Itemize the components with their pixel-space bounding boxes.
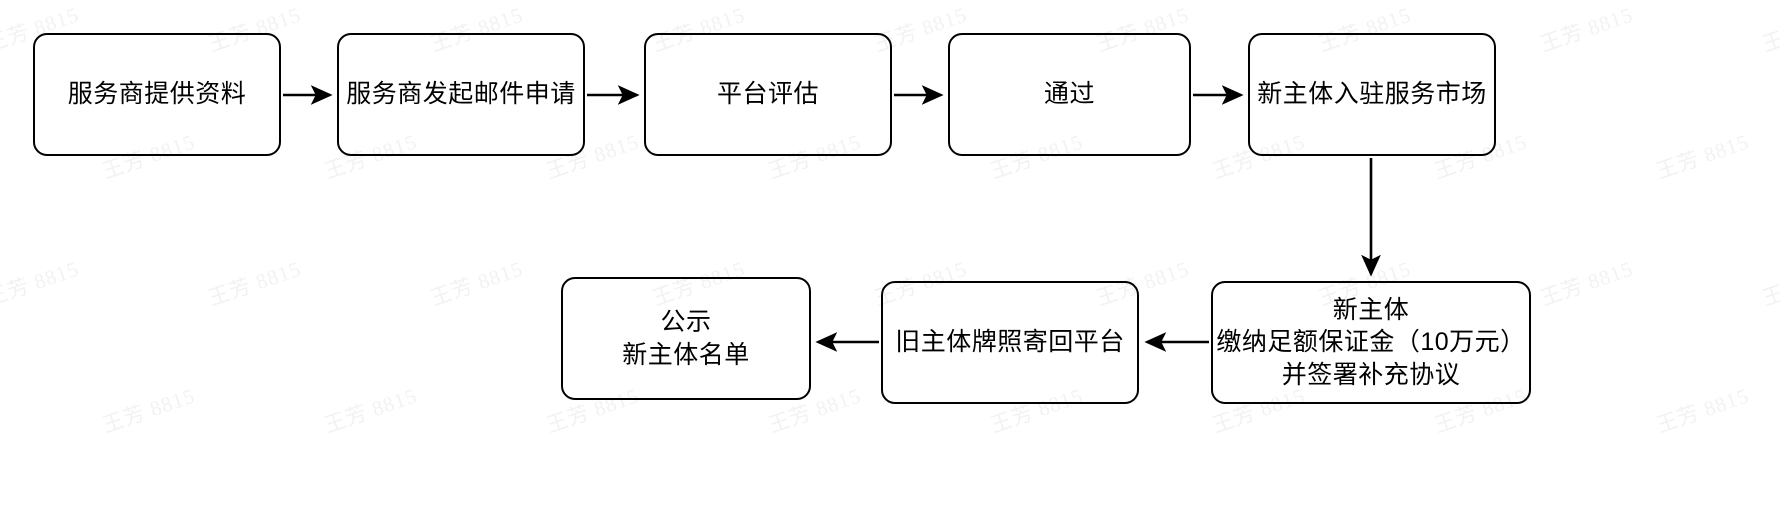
flow-node-new-entity-deposit[interactable]: 新主体 缴纳足额保证金（10万元） 并签署补充协议 xyxy=(1211,281,1531,404)
flow-node-provider-submits-materials[interactable]: 服务商提供资料 xyxy=(33,33,281,156)
flow-node-approved[interactable]: 通过 xyxy=(948,33,1191,156)
flow-node-new-entity-joins-market[interactable]: 新主体入驻服务市场 xyxy=(1248,33,1496,156)
flow-node-old-license-returned[interactable]: 旧主体牌照寄回平台 xyxy=(881,281,1139,404)
flow-node-publicize-new-entity-list[interactable]: 公示 新主体名单 xyxy=(561,277,811,400)
flow-node-provider-email-application[interactable]: 服务商发起邮件申请 xyxy=(337,33,585,156)
flow-node-platform-evaluation[interactable]: 平台评估 xyxy=(644,33,892,156)
